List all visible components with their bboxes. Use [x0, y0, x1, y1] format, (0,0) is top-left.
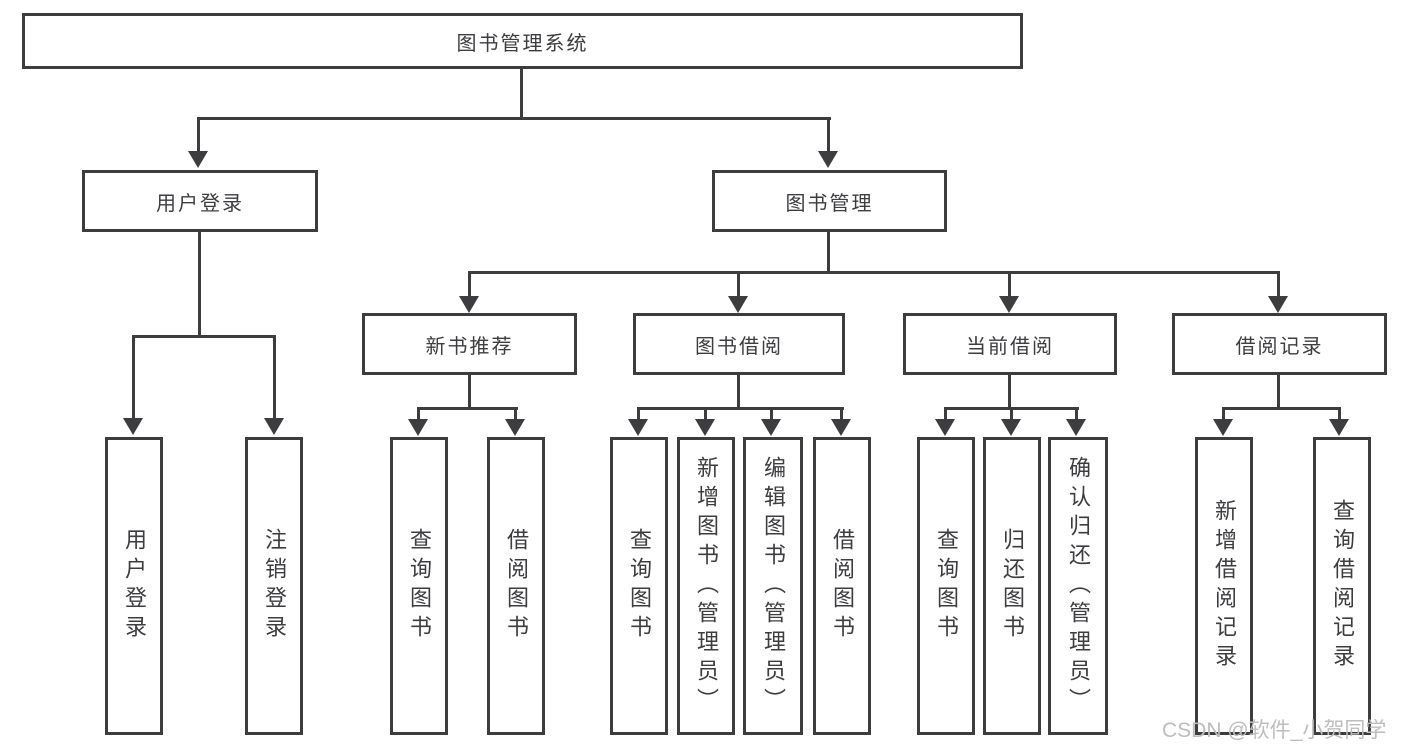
connector-line — [1010, 407, 1013, 421]
leaf-return-book: 归还图书 — [983, 437, 1041, 735]
leaf-label: 用户登录 — [122, 528, 147, 644]
leaf-label: 查询借阅记录 — [1330, 499, 1355, 673]
arrowhead-down-icon — [408, 419, 428, 436]
connector-line — [1008, 271, 1011, 299]
leaf-label: 借阅图书 — [504, 528, 529, 644]
connector-line — [840, 407, 843, 421]
leaf-logout-login: 注销登录 — [245, 437, 303, 735]
connector-line — [1222, 407, 1225, 421]
arrowhead-down-icon — [1066, 419, 1086, 436]
node-book-management: 图书管理 — [712, 170, 947, 232]
connector-line — [737, 375, 740, 410]
connector-line — [637, 407, 640, 421]
arrowhead-down-icon — [264, 418, 284, 435]
node-label: 图书借阅 — [695, 335, 783, 358]
connector-line — [468, 271, 1279, 274]
node-user-login: 用户登录 — [82, 170, 318, 232]
leaf-label: 新增图书（管理员） — [694, 455, 719, 717]
leaf-add-book-admin: 新增图书（管理员） — [677, 437, 735, 735]
leaf-query-borrow-record: 查询借阅记录 — [1313, 437, 1371, 735]
connector-line — [132, 335, 135, 420]
connector-line — [944, 407, 947, 421]
connector-line — [1277, 271, 1280, 299]
connector-line — [1277, 375, 1280, 410]
leaf-label: 确认归还（管理员） — [1066, 455, 1091, 717]
connector-line — [198, 232, 201, 338]
leaf-borrow-book: 借阅图书 — [813, 437, 871, 735]
arrowhead-down-icon — [1268, 296, 1288, 313]
connector-line — [468, 375, 471, 410]
arrowhead-down-icon — [188, 151, 208, 168]
connector-line — [827, 117, 830, 153]
leaf-add-borrow-record: 新增借阅记录 — [1195, 437, 1253, 735]
arrowhead-down-icon — [935, 419, 955, 436]
node-label: 借阅记录 — [1235, 335, 1324, 358]
node-borrow-records: 借阅记录 — [1172, 313, 1387, 375]
connector-line — [1008, 375, 1011, 410]
leaf-label: 查询图书 — [407, 528, 432, 644]
arrowhead-down-icon — [505, 419, 525, 436]
arrowhead-down-icon — [1213, 419, 1233, 436]
arrowhead-down-icon — [999, 296, 1019, 313]
node-label: 新书推荐 — [425, 335, 514, 358]
connector-line — [1222, 407, 1341, 410]
arrowhead-down-icon — [1001, 419, 1021, 436]
leaf-label: 借阅图书 — [830, 528, 855, 644]
connector-line — [273, 335, 276, 420]
node-label: 图书管理 — [785, 192, 874, 215]
leaf-query-book-recommend: 查询图书 — [390, 437, 448, 735]
arrowhead-down-icon — [1329, 419, 1349, 436]
connector-line — [520, 69, 523, 117]
leaf-label: 查询图书 — [627, 528, 652, 644]
connector-line — [417, 407, 420, 421]
node-new-book-recommend: 新书推荐 — [362, 313, 577, 375]
connector-line — [198, 117, 831, 120]
connector-line — [417, 407, 518, 410]
connector-line — [1075, 407, 1078, 421]
connector-line — [827, 232, 830, 273]
leaf-label: 归还图书 — [1000, 528, 1025, 644]
leaf-label: 新增借阅记录 — [1212, 499, 1237, 673]
connector-line — [737, 271, 740, 299]
node-label: 当前借阅 — [966, 335, 1054, 358]
node-current-borrowing: 当前借阅 — [903, 313, 1117, 375]
leaf-borrow-book-recommend: 借阅图书 — [487, 437, 545, 735]
leaf-edit-book-admin: 编辑图书（管理员） — [743, 437, 803, 735]
node-book-borrowing: 图书借阅 — [633, 313, 845, 375]
arrowhead-down-icon — [728, 296, 748, 313]
arrowhead-down-icon — [761, 419, 781, 436]
connector-line — [704, 407, 707, 421]
connector-line — [132, 335, 276, 338]
arrowhead-down-icon — [831, 419, 851, 436]
arrowhead-down-icon — [123, 418, 143, 435]
leaf-query-book-borrowing: 查询图书 — [610, 437, 668, 735]
leaf-query-book-current: 查询图书 — [917, 437, 975, 735]
node-label: 用户登录 — [156, 192, 244, 215]
leaf-confirm-return-admin: 确认归还（管理员） — [1048, 437, 1108, 735]
csdn-watermark: CSDN @软件_小贺同学 — [1162, 719, 1387, 742]
leaf-label: 注销登录 — [262, 528, 287, 644]
leaf-label: 编辑图书（管理员） — [761, 455, 786, 717]
connector-line — [197, 117, 200, 153]
connector-line — [514, 407, 517, 421]
connector-line — [1338, 407, 1341, 421]
arrowhead-down-icon — [695, 419, 715, 436]
connector-line — [770, 407, 773, 421]
connector-line — [637, 407, 844, 410]
leaf-user-login: 用户登录 — [105, 437, 163, 735]
arrowhead-down-icon — [818, 151, 838, 168]
connector-line — [468, 271, 471, 299]
node-library-management-system: 图书管理系统 — [22, 13, 1023, 69]
leaf-label: 查询图书 — [934, 528, 959, 644]
arrowhead-down-icon — [628, 419, 648, 436]
node-label: 图书管理系统 — [456, 32, 589, 55]
arrowhead-down-icon — [459, 296, 479, 313]
